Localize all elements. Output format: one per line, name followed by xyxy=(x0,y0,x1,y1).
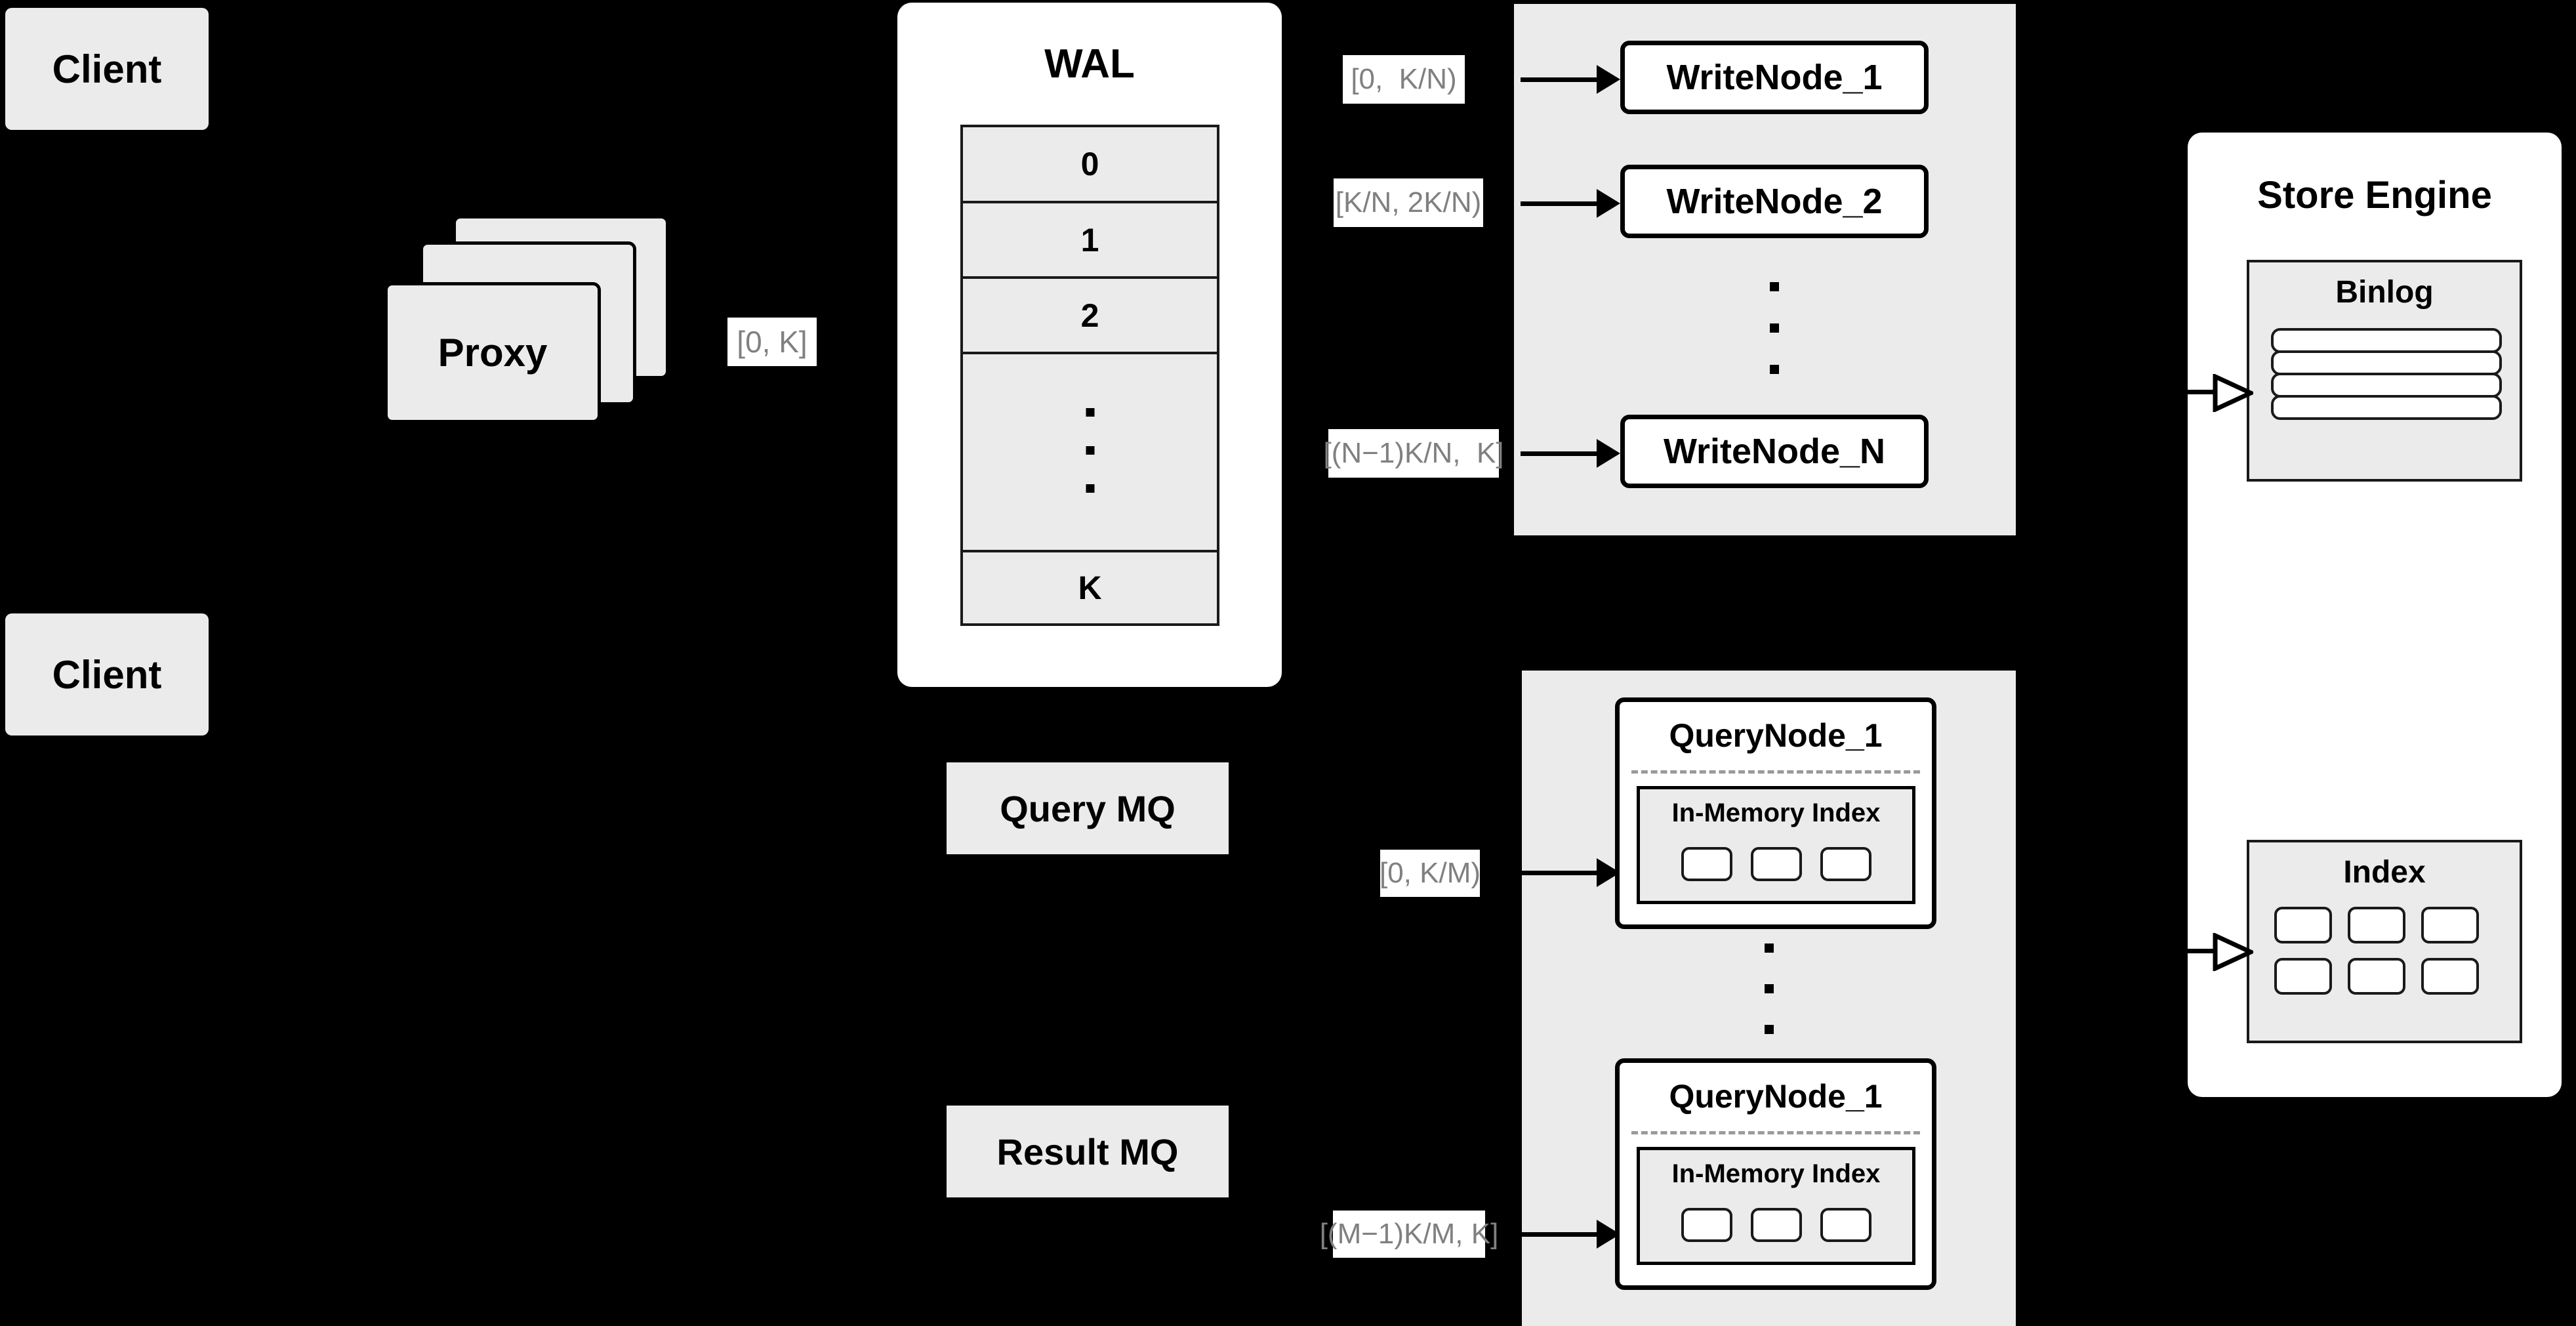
binlog-entry xyxy=(2271,373,2502,398)
index-segment xyxy=(1820,847,1871,881)
write-node-2-label: WriteNode_2 xyxy=(1666,182,1883,221)
arrow-head-write-n xyxy=(1597,439,1620,468)
index-cell xyxy=(2274,958,2332,995)
client-label-2: Client xyxy=(52,652,162,697)
edge-label-write-2: [K/N, 2K/N) xyxy=(1334,178,1483,227)
binlog-panel: Binlog xyxy=(2247,260,2522,482)
index-segment xyxy=(1750,847,1802,881)
query-node-1-separator xyxy=(1631,770,1920,774)
query-mq-label: Query MQ xyxy=(1000,787,1176,829)
arrow-line-query-m xyxy=(1521,1232,1599,1237)
index-title: Index xyxy=(2343,855,2426,890)
write-node-1-label: WriteNode_1 xyxy=(1666,58,1883,97)
in-memory-index-m-title: In-Memory Index xyxy=(1671,1159,1881,1188)
query-mq-box[interactable]: Query MQ xyxy=(947,762,1229,854)
proxy-card-front[interactable]: Proxy xyxy=(384,282,601,423)
arrow-head-binlog-open xyxy=(2213,374,2253,412)
store-engine-title: Store Engine xyxy=(2257,174,2492,217)
arrow-head-index-open xyxy=(2213,933,2253,971)
binlog-entry xyxy=(2271,328,2502,353)
index-segment xyxy=(1681,1208,1732,1242)
query-group-ellipsis-dots xyxy=(1765,943,1774,1034)
wal-ellipsis-dots xyxy=(1086,408,1094,493)
wal-row-k: K xyxy=(1078,570,1102,606)
binlog-entry xyxy=(2271,350,2502,375)
result-mq-box[interactable]: Result MQ xyxy=(947,1106,1229,1197)
edge-label-query-m: [(M−1)K/M, K] xyxy=(1320,1211,1498,1258)
arrow-line-query-1 xyxy=(1521,871,1599,875)
binlog-title: Binlog xyxy=(2335,275,2434,310)
arrow-line-write-1 xyxy=(1521,77,1599,82)
wal-row-2: 2 xyxy=(963,279,1217,354)
index-cell xyxy=(2421,958,2479,995)
write-node-n[interactable]: WriteNode_N xyxy=(1620,415,1929,488)
index-segment xyxy=(1681,847,1732,881)
wal-row-ellipsis xyxy=(963,354,1217,552)
store-engine-panel: Store Engine Binlog Index xyxy=(2188,133,2562,1097)
wal-title: WAL xyxy=(1044,41,1135,87)
client-box-2[interactable]: Client xyxy=(5,613,209,736)
index-segment xyxy=(1750,1208,1802,1242)
index-cell xyxy=(2421,907,2479,943)
write-node-n-label: WriteNode_N xyxy=(1663,432,1886,471)
result-mq-label: Result MQ xyxy=(996,1130,1179,1172)
arrow-line-index xyxy=(2186,949,2217,953)
index-segment xyxy=(1820,1208,1871,1242)
arrow-head-write-2 xyxy=(1597,189,1620,218)
proxy-label: Proxy xyxy=(438,331,548,375)
query-node-m[interactable]: QueryNode_1 In-Memory Index xyxy=(1615,1058,1936,1290)
write-node-2[interactable]: WriteNode_2 xyxy=(1620,165,1929,238)
edge-label-write-1: [0, K/N) xyxy=(1343,55,1465,104)
query-node-m-separator xyxy=(1631,1131,1920,1134)
wal-row-0: 0 xyxy=(963,127,1217,203)
edge-label-write-n: [(N−1)K/N, K] xyxy=(1323,429,1504,478)
client-box-1[interactable]: Client xyxy=(5,8,209,130)
arrow-line-write-2 xyxy=(1521,201,1599,206)
wal-table: 0 1 2 K xyxy=(960,125,1219,626)
in-memory-index-1: In-Memory Index xyxy=(1637,786,1915,904)
index-cell xyxy=(2348,907,2405,943)
in-memory-index-1-title: In-Memory Index xyxy=(1671,798,1881,827)
write-group-ellipsis-dots xyxy=(1770,282,1779,374)
arrow-head-write-1 xyxy=(1597,65,1620,94)
arrow-line-write-n xyxy=(1521,451,1599,456)
edge-label-proxy-wal: [0, K] xyxy=(727,318,817,366)
wal-panel: WAL 0 1 2 K xyxy=(897,3,1282,687)
query-node-1-label: QueryNode_1 xyxy=(1669,717,1883,754)
index-cell xyxy=(2348,958,2405,995)
query-node-m-label: QueryNode_1 xyxy=(1669,1078,1883,1115)
wal-row-1: 1 xyxy=(963,203,1217,279)
arrow-line-binlog xyxy=(2186,390,2217,394)
binlog-entry xyxy=(2271,395,2502,420)
index-panel: Index xyxy=(2247,840,2522,1043)
write-node-1[interactable]: WriteNode_1 xyxy=(1620,41,1929,114)
query-node-1[interactable]: QueryNode_1 In-Memory Index xyxy=(1615,697,1936,929)
in-memory-index-m: In-Memory Index xyxy=(1637,1147,1915,1265)
index-cell xyxy=(2274,907,2332,943)
edge-label-query-1: [0, K/M) xyxy=(1380,850,1481,897)
client-label-1: Client xyxy=(52,47,162,91)
